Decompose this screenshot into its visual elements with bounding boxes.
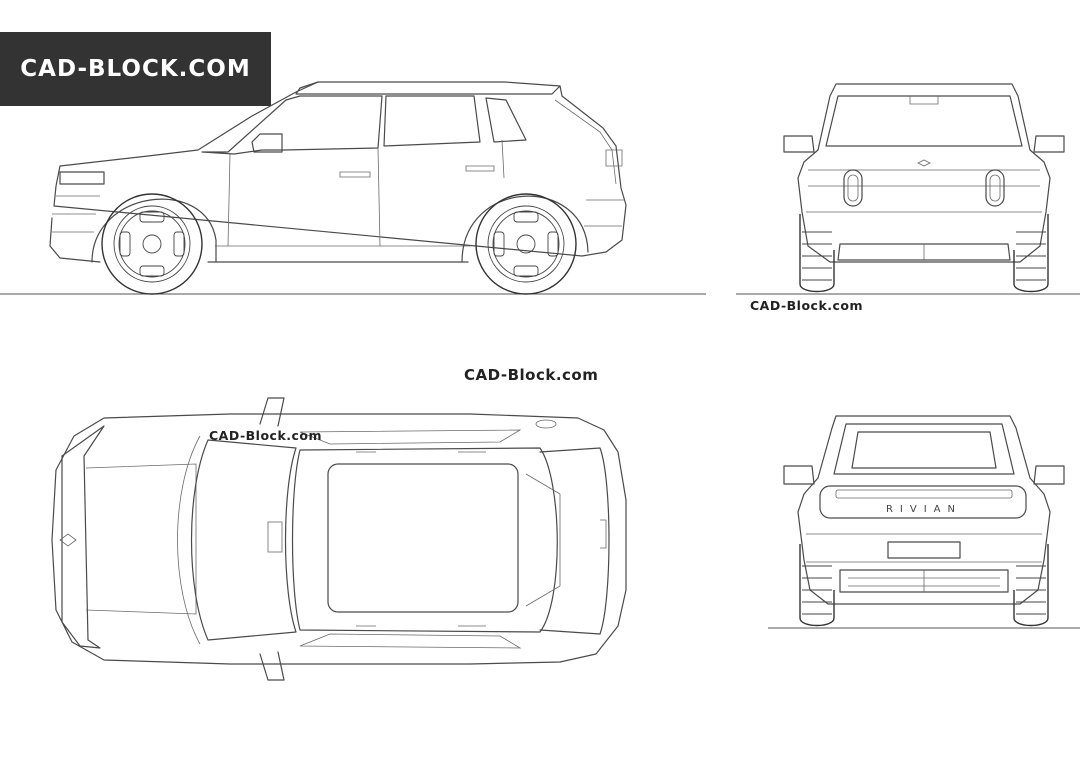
- rear-view: RIVIAN: [768, 415, 1080, 629]
- side-front-window: [201, 95, 383, 155]
- side-roof-line: [295, 81, 561, 95]
- side-rear-bumper-lines: [584, 199, 624, 227]
- side-rear-hub: [516, 234, 536, 254]
- front-fascia-lines: [806, 169, 1042, 213]
- side-rear-pillar: [554, 99, 617, 185]
- side-headlight: [59, 171, 105, 185]
- side-view: [0, 81, 706, 295]
- rear-window: [851, 431, 997, 469]
- side-front-tire: [101, 193, 203, 295]
- top-cowl: [177, 435, 201, 645]
- side-body-outline: [49, 81, 627, 263]
- rear-brand-logo: RIVIAN: [886, 504, 962, 515]
- top-body-outline: [51, 413, 627, 665]
- top-logo-icon: [59, 533, 77, 547]
- top-left-roof-rail: [299, 429, 522, 445]
- side-front-wheel-arch: [91, 198, 217, 263]
- rear-right-mirror: [1033, 465, 1065, 485]
- top-view: [51, 397, 627, 681]
- top-front-bumper: [61, 425, 105, 649]
- watermark-center: CAD-Block.com: [464, 366, 599, 384]
- top-right-roof-rail: [299, 633, 522, 649]
- side-quarter-window: [485, 97, 527, 143]
- rear-right-tire: [1013, 544, 1049, 627]
- front-right-tire: [1013, 214, 1049, 293]
- top-glass-roof: [327, 463, 519, 613]
- side-door-handles: [339, 165, 495, 178]
- rear-bumper-lines: [806, 533, 1042, 563]
- side-rear-wheel-arch: [461, 195, 589, 263]
- top-charge-port: [535, 419, 557, 429]
- rear-diffuser: [839, 569, 1009, 593]
- top-hood: [85, 463, 197, 615]
- side-rear-window: [383, 95, 481, 147]
- side-door-lines: [227, 139, 505, 247]
- side-front-rim: [113, 205, 191, 283]
- front-view: [736, 83, 1080, 295]
- rear-left-mirror: [783, 465, 815, 485]
- front-body-outline: [797, 83, 1051, 263]
- side-rear-rim: [487, 205, 565, 283]
- front-left-tire: [799, 214, 835, 293]
- rear-body-outline: [797, 415, 1051, 605]
- top-roof: [291, 447, 558, 633]
- side-mirror: [251, 133, 283, 153]
- front-right-headlight: [985, 169, 1005, 207]
- side-front-hub: [142, 234, 162, 254]
- rear-window-frame: [833, 423, 1015, 475]
- watermark-front-view: CAD-Block.com: [750, 298, 864, 313]
- front-left-mirror: [783, 135, 815, 153]
- top-left-mirror: [259, 397, 285, 427]
- top-rear-window: [539, 447, 610, 635]
- front-camera-housing: [909, 96, 939, 105]
- side-rear-tire: [475, 193, 577, 295]
- rear-plate-area: [887, 541, 961, 559]
- front-right-mirror: [1033, 135, 1065, 153]
- rear-light-bar: [819, 485, 1027, 519]
- top-windshield: [190, 439, 297, 641]
- top-right-mirror: [259, 651, 285, 681]
- side-front-bumper-lines: [52, 195, 100, 233]
- front-left-headlight: [843, 169, 863, 207]
- watermark-top-view: CAD-Block.com: [209, 428, 323, 443]
- top-sensor-housing: [267, 521, 283, 553]
- brand-badge-text: CAD-BLOCK.COM: [20, 56, 251, 82]
- front-windshield: [825, 95, 1023, 147]
- rear-left-tire: [799, 544, 835, 627]
- side-tail-light: [605, 149, 623, 167]
- front-lower-grille: [837, 243, 1011, 261]
- brand-badge: CAD-BLOCK.COM: [0, 32, 271, 106]
- front-logo-icon: [917, 159, 931, 167]
